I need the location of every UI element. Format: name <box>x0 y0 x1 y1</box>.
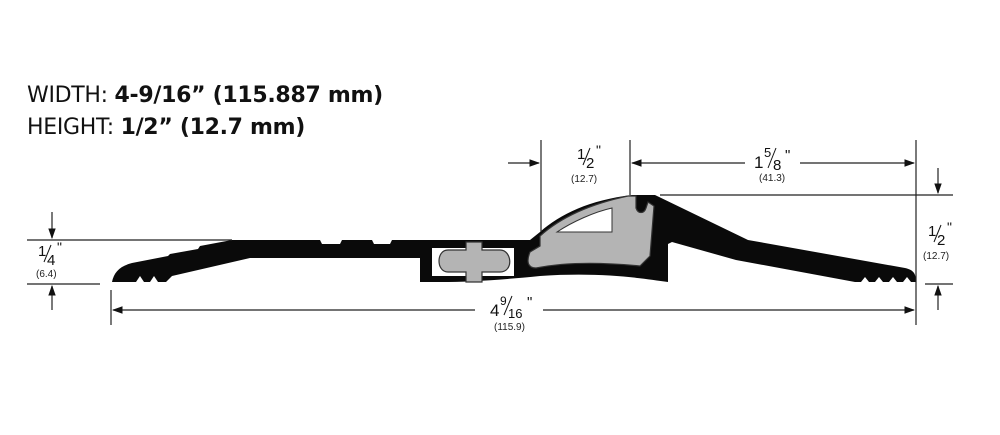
svg-text:(41.3): (41.3) <box>759 173 785 184</box>
width-label: WIDTH: <box>27 83 108 108</box>
svg-text:9: 9 <box>500 294 507 308</box>
height-label: HEIGHT: <box>27 115 114 140</box>
gray-inserts <box>438 195 655 283</box>
dimension-lines <box>27 140 953 325</box>
svg-text:4: 4 <box>47 252 55 269</box>
dim-total-width: 4 9 16 " (115.9) <box>490 294 532 333</box>
svg-text:4: 4 <box>490 301 499 320</box>
dim-left-height: 1 4 " (6.4) <box>36 239 62 280</box>
svg-text:1: 1 <box>754 153 763 172</box>
width-value: 4-9/16” (115.887 mm) <box>114 83 383 108</box>
svg-text:(12.7): (12.7) <box>923 251 949 262</box>
svg-text:(12.7): (12.7) <box>571 174 597 185</box>
svg-text:(6.4): (6.4) <box>36 269 57 280</box>
dim-ramp-width: 1 5 8 " (41.3) <box>754 145 790 184</box>
svg-text:2: 2 <box>586 155 594 172</box>
cross-connector <box>438 241 511 283</box>
dim-right-height: 1 2 " (12.7) <box>923 219 952 262</box>
svg-text:": " <box>57 239 62 255</box>
svg-text:2: 2 <box>937 232 945 249</box>
spec-block: WIDTH: 4-9/16” (115.887 mm) HEIGHT: 1/2”… <box>27 80 383 144</box>
width-spec: WIDTH: 4-9/16” (115.887 mm) <box>27 80 383 112</box>
svg-text:1: 1 <box>38 243 46 260</box>
threshold-profile <box>112 195 916 282</box>
svg-text:16: 16 <box>508 306 522 321</box>
svg-text:8: 8 <box>773 157 781 174</box>
insert-opening <box>555 207 613 233</box>
svg-text:1: 1 <box>928 223 936 240</box>
svg-text:": " <box>947 219 952 235</box>
height-spec: HEIGHT: 1/2” (12.7 mm) <box>27 112 383 144</box>
dim-insert-width: 1 2 " (12.7) <box>571 142 601 185</box>
svg-text:": " <box>596 142 601 158</box>
svg-text:1: 1 <box>577 146 585 163</box>
svg-text:": " <box>785 147 790 164</box>
svg-text:5: 5 <box>764 145 771 160</box>
svg-text:(115.9): (115.9) <box>494 322 525 333</box>
height-value: 1/2” (12.7 mm) <box>120 115 306 140</box>
svg-text:": " <box>527 294 532 311</box>
